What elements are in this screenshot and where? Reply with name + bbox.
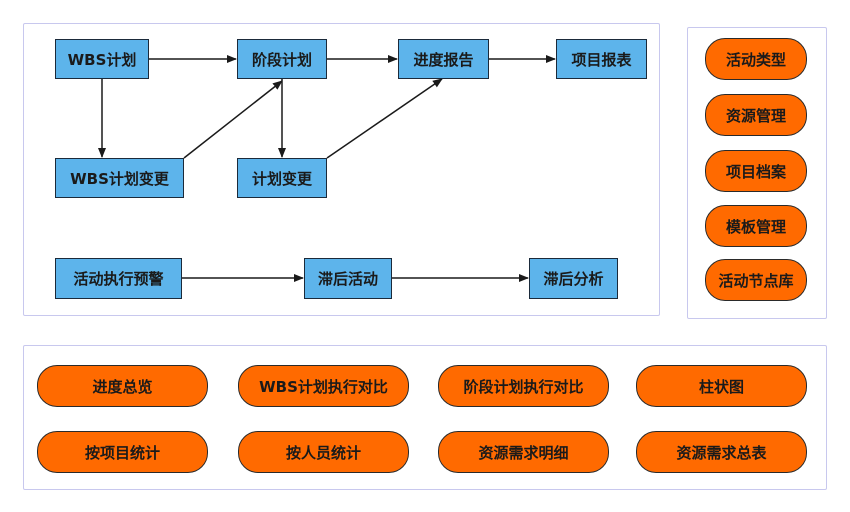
node-project-report: 项目报表 [556, 39, 647, 79]
node-stage-plan: 阶段计划 [237, 39, 327, 79]
module-activity-node-library[interactable]: 活动节点库 [705, 259, 807, 301]
module-activity-type[interactable]: 活动类型 [705, 38, 807, 80]
node-activity-warning: 活动执行预警 [55, 258, 182, 299]
node-wbs-plan: WBS计划 [55, 39, 149, 79]
report-by-person[interactable]: 按人员统计 [238, 431, 409, 473]
node-progress-report: 进度报告 [398, 39, 489, 79]
report-resource-demand-detail[interactable]: 资源需求明细 [438, 431, 609, 473]
report-stage-execution-compare[interactable]: 阶段计划执行对比 [438, 365, 609, 407]
node-plan-change: 计划变更 [237, 158, 327, 198]
node-lagging-activity: 滞后活动 [304, 258, 392, 299]
report-resource-demand-summary[interactable]: 资源需求总表 [636, 431, 807, 473]
report-bar-chart[interactable]: 柱状图 [636, 365, 807, 407]
report-by-project[interactable]: 按项目统计 [37, 431, 208, 473]
module-resource-management[interactable]: 资源管理 [705, 94, 807, 136]
module-template-management[interactable]: 模板管理 [705, 205, 807, 247]
report-progress-overview[interactable]: 进度总览 [37, 365, 208, 407]
report-wbs-execution-compare[interactable]: WBS计划执行对比 [238, 365, 409, 407]
node-lag-analysis: 滞后分析 [529, 258, 618, 299]
node-wbs-change: WBS计划变更 [55, 158, 184, 198]
module-project-archive[interactable]: 项目档案 [705, 150, 807, 192]
